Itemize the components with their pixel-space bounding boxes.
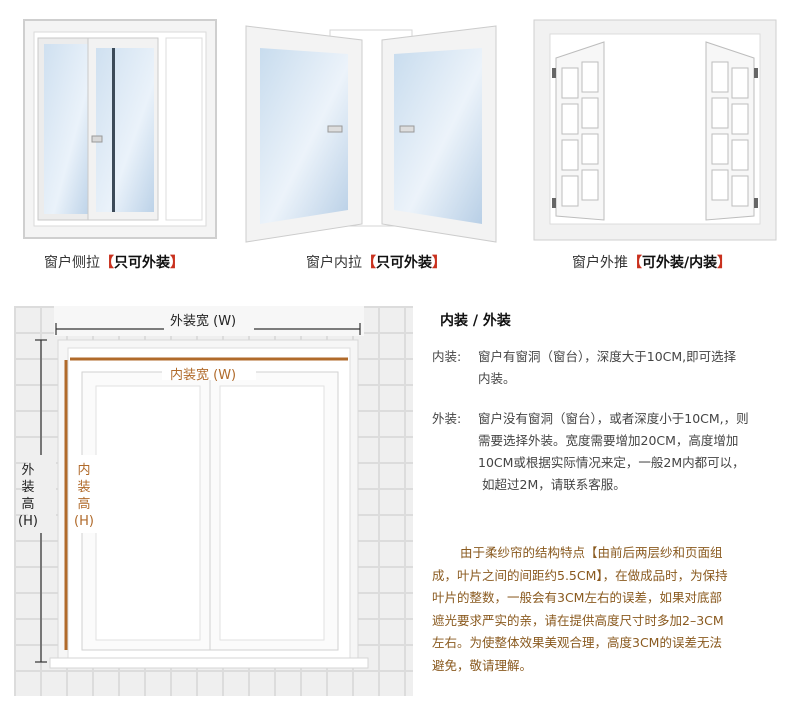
sliding-window-icon <box>22 18 218 240</box>
inner-mount-label: 内装: <box>432 349 462 364</box>
outward-casement-window-icon <box>532 18 778 242</box>
outer-height-label: 外 装 高 (H) <box>18 463 38 529</box>
inner-mount-description: 内装: 窗户有窗洞（窗台），深度大于10CM,即可选择 内装。 <box>432 346 782 392</box>
measurement-diagram <box>35 323 369 669</box>
window-caption-sliding: 窗户侧拉【只可外装】 <box>44 255 184 271</box>
tolerance-note: 由于柔纱帘的结构特点【由前后两层纱和页面组 成，叶片之间的间距约5.5CM】，在… <box>432 545 728 673</box>
section-title: 内装 / 外装 <box>440 313 511 329</box>
inner-width-label: 内装宽 (W) <box>170 368 237 383</box>
inward-casement-window-icon <box>244 18 498 244</box>
inner-height-label: 内 装 高 (H) <box>74 463 94 529</box>
outer-mount-label: 外装: <box>432 411 462 426</box>
window-caption-inward: 窗户内拉【只可外装】 <box>306 255 446 271</box>
window-caption-outward: 窗户外推【可外装/内装】 <box>572 255 732 271</box>
outer-mount-description: 外装: 窗户没有窗洞（窗台），或者深度小于10CM,，则 需要选择外装。宽度需要… <box>432 408 788 500</box>
outer-width-label: 外装宽 (W) <box>170 314 237 329</box>
